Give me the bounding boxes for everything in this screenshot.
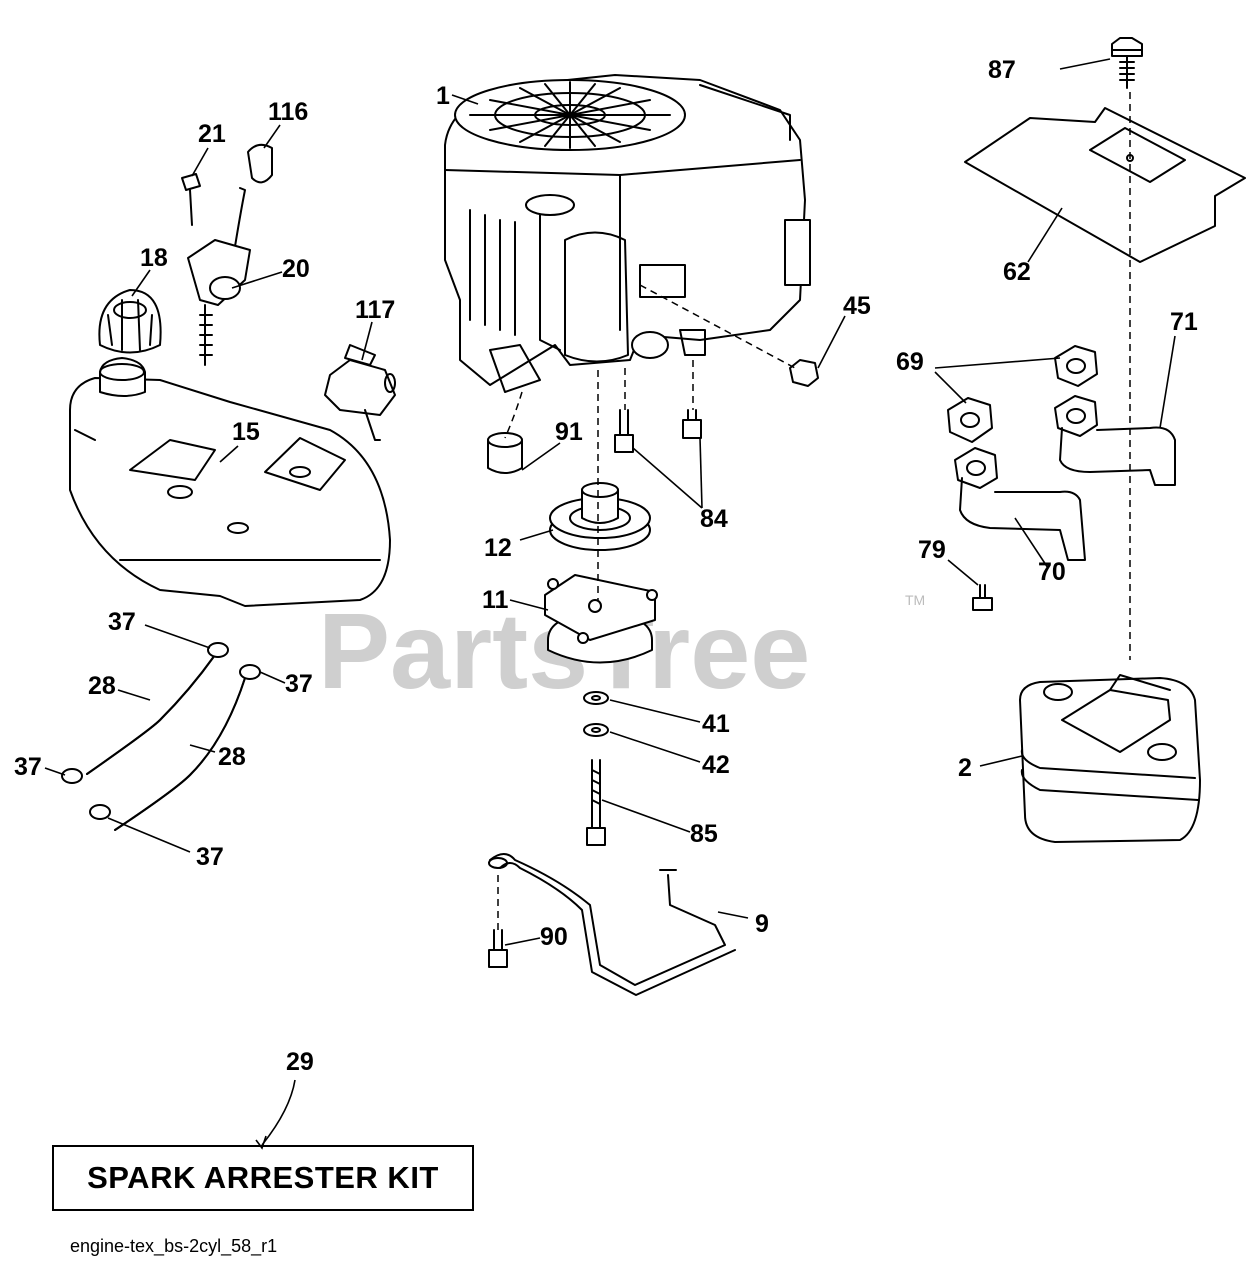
knob-part[interactable] [1111,37,1143,89]
callout-1[interactable]: 1 [436,82,450,110]
callout-9[interactable]: 9 [755,910,769,938]
callout-90[interactable]: 90 [540,923,568,951]
callout-37-b[interactable]: 37 [285,670,313,698]
diagram-id-label: engine-tex_bs-2cyl_58_r1 [70,1236,278,1256]
bracket-rod-part[interactable] [488,853,736,996]
callout-69[interactable]: 69 [896,348,924,376]
callout-70[interactable]: 70 [1038,558,1066,586]
watermark-trademark: TM [905,592,925,608]
callout-42[interactable]: 42 [702,751,730,779]
handle-knob-part[interactable] [247,143,273,184]
callout-71[interactable]: 71 [1170,308,1198,336]
callout-2[interactable]: 2 [958,754,972,782]
callout-41[interactable]: 41 [702,710,730,738]
callout-28-b[interactable]: 28 [218,743,246,771]
gasket-part[interactable] [947,345,1098,443]
pto-clutch-part[interactable] [544,574,658,664]
callout-87[interactable]: 87 [988,56,1016,84]
exhaust-pipe-left-part[interactable] [954,447,1086,561]
engine-part[interactable] [444,74,811,393]
callout-85[interactable]: 85 [690,820,718,848]
fuel-tank-part[interactable] [69,357,391,607]
fuel-cap-part[interactable] [98,289,162,354]
throttle-control-part[interactable] [187,187,251,366]
callout-29[interactable]: 29 [286,1048,314,1076]
callout-15[interactable]: 15 [232,418,260,446]
callout-116[interactable]: 116 [268,98,308,126]
bolt-84-part[interactable] [614,409,702,453]
heat-shield-part[interactable] [964,107,1246,263]
fuel-hose-part-2[interactable] [114,677,246,831]
spacer-part[interactable] [487,432,523,474]
callout-45[interactable]: 45 [843,292,871,320]
callout-84[interactable]: 84 [700,505,728,533]
washer-41-part[interactable] [583,691,609,705]
callout-91[interactable]: 91 [555,418,583,446]
callout-62[interactable]: 62 [1003,258,1031,286]
hose-clamp-part[interactable] [61,642,261,820]
callout-21[interactable]: 21 [198,120,226,148]
nut-part[interactable] [789,359,819,387]
callout-12[interactable]: 12 [484,534,512,562]
callout-79[interactable]: 79 [918,536,946,564]
bolt-90-part[interactable] [488,929,508,968]
spark-arrester-kit-label[interactable]: SPARK ARRESTER KIT [52,1145,474,1211]
callout-117[interactable]: 117 [355,296,395,324]
fuel-valve-part[interactable] [324,344,396,441]
callout-37-d[interactable]: 37 [196,843,224,871]
bolt-21-part[interactable] [181,173,201,226]
callout-18[interactable]: 18 [140,244,168,272]
callout-11[interactable]: 11 [482,586,509,614]
callout-20[interactable]: 20 [282,255,310,283]
pulley-part[interactable] [549,482,651,551]
exhaust-pipe-right-part[interactable] [1054,395,1176,486]
callout-37[interactable]: 37 [108,608,136,636]
fuel-hose-part[interactable] [86,654,216,775]
bolt-79-part[interactable] [972,584,993,611]
callout-37-c[interactable]: 37 [14,753,42,781]
muffler-part[interactable] [1019,674,1201,843]
bolt-85-part[interactable] [586,759,606,846]
callout-28[interactable]: 28 [88,672,116,700]
washer-42-part[interactable] [583,723,609,737]
